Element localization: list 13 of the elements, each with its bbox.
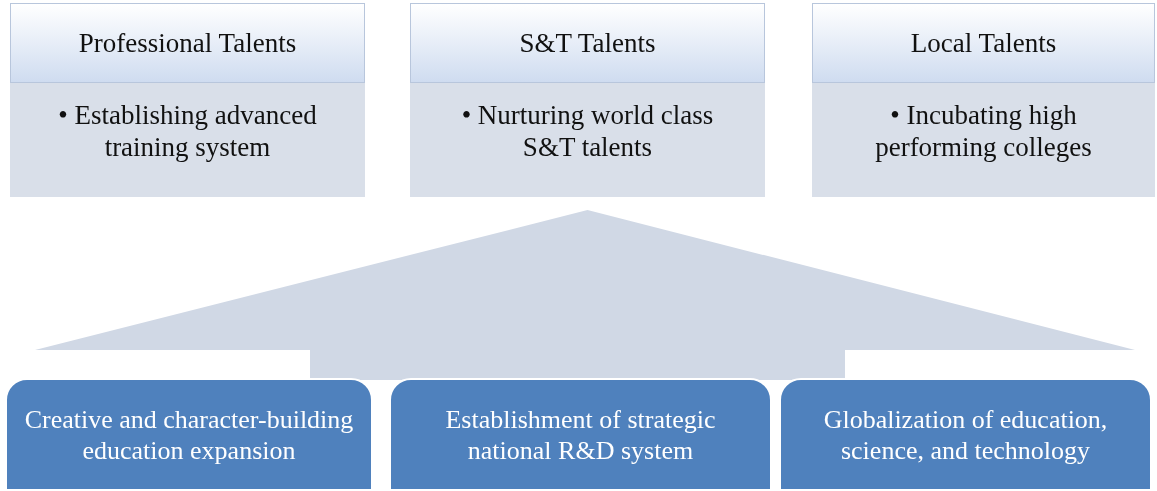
talent-card bbox=[410, 3, 765, 197]
talent-card bbox=[10, 3, 365, 197]
card-heading: Professional Talents bbox=[10, 3, 365, 83]
bullet-item: • Incubating high performing colleges bbox=[874, 99, 1093, 163]
block-arrow bbox=[35, 210, 1135, 380]
bullet-item: • Nurturing world class S&T talents bbox=[460, 99, 715, 163]
strategy-box: Establishment of strategic national R&D system bbox=[389, 378, 772, 491]
talent-card bbox=[812, 3, 1155, 197]
card-heading: Local Talents bbox=[812, 3, 1155, 83]
card-heading: S&T Talents bbox=[410, 3, 765, 83]
strategy-box: Globalization of education, science, and technology bbox=[779, 378, 1152, 491]
bullet-item: • Establishing advanced training system bbox=[57, 99, 318, 163]
strategy-box: Creative and character-building education expansion bbox=[5, 378, 373, 491]
